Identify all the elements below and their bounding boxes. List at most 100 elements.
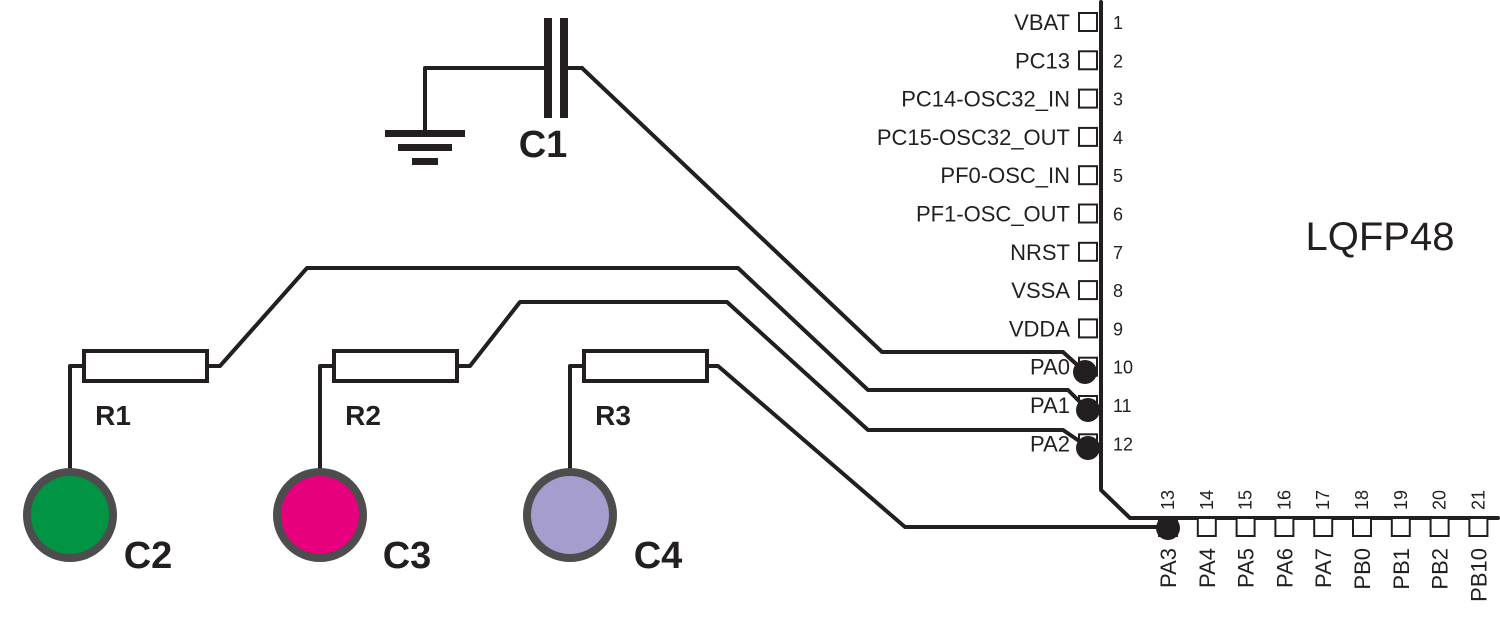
pin-name-pa6: PA6 <box>1272 548 1297 588</box>
pin-name-pa0: PA0 <box>1030 355 1070 380</box>
pin-box-vssa <box>1078 280 1098 301</box>
ground-symbol <box>385 130 465 165</box>
pin-number-vbat: 1 <box>1113 13 1123 33</box>
pin-number-pa7: 17 <box>1313 490 1333 510</box>
pin-number-pa5: 15 <box>1236 490 1256 510</box>
pin-name-pf1-osc-out: PF1-OSC_OUT <box>916 202 1070 227</box>
pin-name-pb0: PB0 <box>1350 548 1375 590</box>
pin-box-pa7 <box>1313 517 1334 537</box>
r1-label: R1 <box>95 400 131 431</box>
pin-name-vssa: VSSA <box>1011 278 1070 303</box>
pin-name-pb10: PB10 <box>1466 548 1491 602</box>
ground-bar-2 <box>398 144 452 151</box>
pin-number-pa3: 13 <box>1158 490 1178 510</box>
r1-body <box>82 349 209 383</box>
pad-c4-circle <box>523 468 617 562</box>
pin-number-pb10: 21 <box>1468 490 1488 510</box>
pin-name-pc14-osc32-in: PC14-OSC32_IN <box>901 87 1070 112</box>
touch-pad-c4: C4 <box>523 468 683 577</box>
touch-pad-c2: C2 <box>23 468 173 577</box>
pin-box-pb0 <box>1352 517 1372 537</box>
pin-number-pa2: 12 <box>1113 434 1133 454</box>
pin-number-pa0: 10 <box>1113 358 1133 378</box>
pin-number-pf1-osc-out: 6 <box>1113 205 1123 225</box>
pin-name-pf0-osc-in: PF0-OSC_IN <box>940 163 1070 188</box>
pin-name-pc15-osc32-out: PC15-OSC32_OUT <box>877 125 1070 150</box>
chip-outline <box>1099 0 1500 520</box>
pin-box-pf1-osc-out <box>1078 203 1098 224</box>
capacitor-c1: C1 <box>423 18 584 166</box>
pin-name-nrst: NRST <box>1010 240 1070 265</box>
junction-pa2 <box>1076 436 1100 460</box>
wire-r1-to-pa1 <box>205 266 1090 412</box>
pin-name-vbat: VBAT <box>1014 10 1070 35</box>
pin-name-pa3: PA3 <box>1156 548 1181 588</box>
pin-number-pc15-osc32-out: 4 <box>1113 128 1123 148</box>
pin-number-pb0: 18 <box>1352 490 1372 510</box>
c1-plate-left <box>544 18 552 118</box>
pin-number-pb1: 19 <box>1391 490 1411 510</box>
c4-label: C4 <box>634 535 683 577</box>
pin-box-pf0-osc-in <box>1078 165 1098 186</box>
r2-body <box>332 349 459 383</box>
pin-number-vdda: 9 <box>1113 319 1123 339</box>
pin-box-vdda <box>1078 318 1098 339</box>
pin-number-nrst: 7 <box>1113 243 1123 263</box>
pin-box-pa5 <box>1235 517 1256 537</box>
junction-pa3 <box>1156 516 1180 540</box>
pin-box-vbat <box>1078 12 1098 32</box>
pin-box-pb2 <box>1429 517 1450 537</box>
r3-body <box>582 349 709 383</box>
c3-label: C3 <box>383 535 432 577</box>
pin-name-pb2: PB2 <box>1428 548 1453 590</box>
resistor-r3: R3 <box>568 349 709 472</box>
junction-pa1 <box>1076 398 1100 422</box>
pad-c3-circle <box>273 468 367 562</box>
c1-plate-right <box>560 18 568 118</box>
touch-pad-c3: C3 <box>273 468 432 577</box>
resistor-r2: R2 <box>318 349 459 472</box>
pin-name-pa1: PA1 <box>1030 393 1070 418</box>
pin-box-pb10 <box>1468 517 1489 537</box>
pin-box-pa4 <box>1196 517 1217 537</box>
pad-c2-circle <box>23 468 117 562</box>
pin-name-pa4: PA4 <box>1195 548 1220 588</box>
pin-name-vdda: VDDA <box>1009 316 1070 341</box>
pin-box-pc14-osc32-in <box>1078 88 1098 109</box>
r2-label: R2 <box>345 400 381 431</box>
pin-number-pf0-osc-in: 5 <box>1113 166 1123 186</box>
pin-name-pa2: PA2 <box>1030 431 1070 456</box>
pin-box-pb1 <box>1390 517 1411 537</box>
pin-name-pc13: PC13 <box>1015 48 1070 73</box>
r1-lead <box>68 364 86 472</box>
pin-number-pa4: 14 <box>1197 490 1217 510</box>
pin-number-pc14-osc32-in: 3 <box>1113 90 1123 110</box>
r3-label: R3 <box>595 400 631 431</box>
pin-name-pb1: PB1 <box>1389 548 1414 590</box>
pin-name-pa7: PA7 <box>1311 548 1336 588</box>
pin-number-pa1: 11 <box>1113 396 1132 416</box>
chip-package-label: LQFP48 <box>1306 215 1455 259</box>
pin-box-pc13 <box>1078 50 1098 71</box>
c1-ground-wire <box>423 66 547 134</box>
pin-box-pc15-osc32-out <box>1078 126 1098 147</box>
pin-box-pa6 <box>1274 517 1295 537</box>
r3-lead <box>568 364 586 472</box>
wire-r3-to-pa3 <box>705 364 1167 529</box>
pin-name-pa5: PA5 <box>1234 548 1259 588</box>
wire-r2-to-pa2 <box>455 300 1090 449</box>
ground-bar-1 <box>385 130 465 137</box>
pin-number-pb2: 20 <box>1430 490 1450 510</box>
c2-label: C2 <box>124 535 173 577</box>
pin-number-vssa: 8 <box>1113 281 1123 301</box>
pin-number-pa6: 16 <box>1274 490 1294 510</box>
wire-c1-to-pa0 <box>580 66 1087 374</box>
c1-label: C1 <box>519 124 568 166</box>
junction-pa0 <box>1073 360 1097 384</box>
pin-box-nrst <box>1078 241 1098 262</box>
pin-number-pc13: 2 <box>1113 51 1123 71</box>
resistor-r1: R1 <box>68 349 209 472</box>
